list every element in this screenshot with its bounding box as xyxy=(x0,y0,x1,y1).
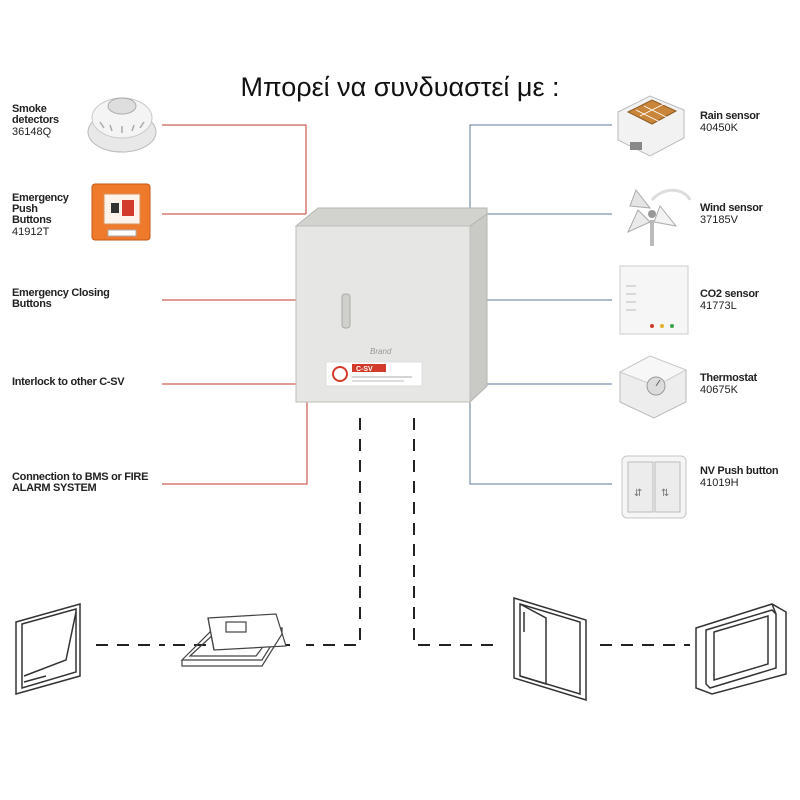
skylight-icon xyxy=(180,613,287,667)
label-name: Thermostat xyxy=(700,372,757,384)
line-nv-push-button xyxy=(469,386,612,485)
panel-label: C-SV xyxy=(325,361,423,387)
label-name: Smoke detectors xyxy=(12,103,59,126)
label-smoke-detectors: Smoke detectors 36148Q xyxy=(12,104,72,138)
label-bms-connection: Connection to BMS or FIRE ALARM SYSTEM xyxy=(12,472,152,494)
panel-brand: Brand xyxy=(370,347,392,356)
label-name: Interlock to other C-SV xyxy=(12,376,125,388)
right-connection-lines xyxy=(469,124,612,485)
panel-badge: C-SV xyxy=(356,366,373,373)
wind-sensor-icon xyxy=(626,188,692,246)
label-wind-sensor: Wind sensor 37185V xyxy=(700,203,763,226)
label-thermostat: Thermostat 40675K xyxy=(700,373,757,396)
dashed-control-lines xyxy=(96,418,690,646)
window-frame-icon xyxy=(695,603,787,695)
label-rain-sensor: Rain sensor 40450K xyxy=(700,111,760,134)
dashed-line-right xyxy=(413,418,500,646)
emergency-push-button-icon xyxy=(91,183,151,241)
label-emergency-closing-buttons: Emergency Closing Buttons xyxy=(12,288,142,310)
panel-handle xyxy=(341,293,351,329)
co2-sensor-icon xyxy=(619,265,689,335)
svg-text:⇅: ⇅ xyxy=(661,488,669,499)
nv-push-button-icon: ⇵ ⇅ xyxy=(621,455,687,519)
label-code: 36148Q xyxy=(12,126,52,138)
label-name: Rain sensor xyxy=(700,110,760,122)
label-code: 40450K xyxy=(700,122,738,134)
label-name: Emergency Closing Buttons xyxy=(12,287,110,310)
control-panel: Brand C-SV xyxy=(294,207,488,404)
line-bms xyxy=(162,386,308,485)
smoke-detector-icon xyxy=(87,97,157,153)
window-top-hung-icon xyxy=(15,603,81,695)
label-code: 37185V xyxy=(700,214,738,226)
label-name: Connection to BMS or FIRE ALARM SYSTEM xyxy=(12,471,149,494)
line-smoke-detectors xyxy=(162,124,307,214)
label-interlock: Interlock to other C-SV xyxy=(12,377,162,388)
label-code: 40675K xyxy=(700,384,738,396)
svg-text:⇵: ⇵ xyxy=(634,488,642,499)
label-code: 41773L xyxy=(700,300,737,312)
line-rain-sensor xyxy=(469,124,612,214)
label-code: 41912T xyxy=(12,226,50,238)
label-name: Wind sensor xyxy=(700,202,763,214)
window-side-hung-icon xyxy=(513,596,587,702)
label-co2-sensor: CO2 sensor 41773L xyxy=(700,289,759,312)
page-title: Μπορεί να συνδυαστεί με : xyxy=(240,72,560,102)
label-code: 41019H xyxy=(700,477,739,489)
label-emergency-push-buttons: Emergency Push Buttons 41912T xyxy=(12,193,72,238)
dashed-line-left xyxy=(306,418,361,646)
left-connection-lines xyxy=(162,124,308,485)
thermostat-icon xyxy=(618,355,688,419)
label-name: NV Push button xyxy=(700,465,779,477)
label-name: Emergency Push Buttons xyxy=(12,192,69,226)
rain-sensor-icon xyxy=(617,95,685,157)
label-nv-push-button: NV Push button 41019H xyxy=(700,465,779,489)
label-name: CO2 sensor xyxy=(700,288,759,300)
